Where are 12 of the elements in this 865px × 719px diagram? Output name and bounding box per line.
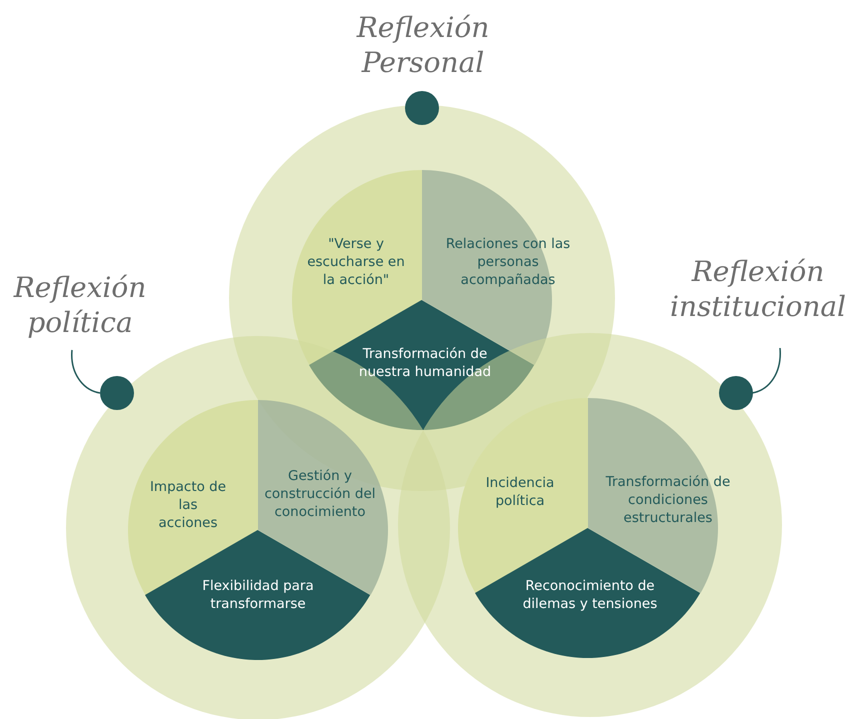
sector-label: Gestión y construcción del conocimiento <box>264 467 376 521</box>
circle-title: Reflexión institucional <box>668 254 848 324</box>
sector-label: "Verse y escucharse en la acción" <box>306 235 406 289</box>
sector-label: Relaciones con las personas acompañadas <box>444 235 572 289</box>
sector-label: Impacto de las acciones <box>148 478 228 532</box>
sector-label: Transformación de condiciones estructurales <box>604 473 732 527</box>
circle-title: Reflexión política <box>12 270 148 340</box>
sector-label: Flexibilidad para transformarse <box>201 577 315 613</box>
circle-title: Reflexión Personal <box>355 10 490 80</box>
sector-label: Reconocimiento de dilemas y tensiones <box>522 577 658 613</box>
sector-label: Transformación de nuestra humanidad <box>358 345 492 381</box>
sector-label: Incidencia política <box>484 474 556 510</box>
